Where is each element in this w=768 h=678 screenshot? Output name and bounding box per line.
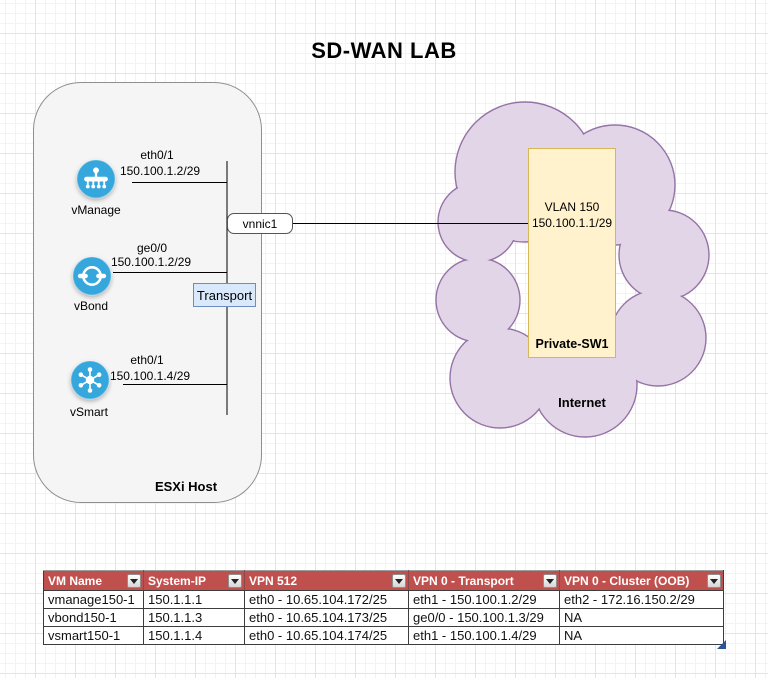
vlan-ip-label: 150.100.1.1/29 [531, 216, 613, 230]
header-vpn512[interactable]: VPN 512 [244, 570, 409, 591]
vlan-label: VLAN 150 [544, 200, 600, 214]
vsmart-icon[interactable] [69, 359, 111, 401]
vmanage-label: vManage [71, 203, 121, 217]
vbond-icon[interactable] [71, 255, 113, 297]
page-title: SD-WAN LAB [311, 38, 457, 63]
cell-vpn0-transport[interactable]: eth1 - 150.100.1.4/29 [408, 626, 560, 645]
transport-box[interactable]: Transport [193, 283, 256, 307]
header-vpn0-cluster[interactable]: VPN 0 - Cluster (OOB) [559, 570, 724, 591]
cell-vpn0-cluster[interactable]: NA [559, 608, 724, 627]
vmanage-ip-label: 150.100.1.2/29 [119, 164, 201, 178]
cell-system-ip[interactable]: 150.1.1.1 [143, 590, 245, 609]
cell-system-ip[interactable]: 150.1.1.4 [143, 626, 245, 645]
vmanage-interface-label: eth0/1 [140, 148, 174, 162]
cell-system-ip[interactable]: 150.1.1.3 [143, 608, 245, 627]
header-vpn0-cluster-label: VPN 0 - Cluster (OOB) [564, 573, 690, 588]
filter-dropdown-icon[interactable] [543, 574, 557, 588]
vm-table: VM Name System-IP VPN 512 VPN 0 - Transp… [43, 570, 724, 645]
cell-vpn512[interactable]: eth0 - 10.65.104.173/25 [244, 608, 409, 627]
header-system-ip-label: System-IP [148, 573, 207, 588]
filter-dropdown-icon[interactable] [228, 574, 242, 588]
triangle-down-icon [231, 578, 239, 584]
cell-vpn512[interactable]: eth0 - 10.65.104.172/25 [244, 590, 409, 609]
header-vpn0-transport[interactable]: VPN 0 - Transport [408, 570, 560, 591]
header-system-ip[interactable]: System-IP [143, 570, 245, 591]
table-row: vsmart150-1 150.1.1.4 eth0 - 10.65.104.1… [43, 626, 724, 645]
table-row: vmanage150-1 150.1.1.1 eth0 - 10.65.104.… [43, 590, 724, 609]
cell-vm-name[interactable]: vmanage150-1 [43, 590, 144, 609]
switch-name-label: Private-SW1 [535, 337, 609, 351]
private-switch-box[interactable] [528, 148, 616, 358]
triangle-down-icon [395, 578, 403, 584]
internet-label: Internet [558, 395, 606, 410]
table-header-row: VM Name System-IP VPN 512 VPN 0 - Transp… [43, 570, 724, 591]
vbond-label: vBond [73, 299, 109, 313]
vsmart-ip-label: 150.100.1.4/29 [109, 369, 191, 383]
transport-label: Transport [196, 287, 253, 303]
header-vpn512-label: VPN 512 [249, 573, 298, 588]
cell-vpn0-cluster[interactable]: NA [559, 626, 724, 645]
header-vm-name-label: VM Name [48, 573, 103, 588]
table-row: vbond150-1 150.1.1.3 eth0 - 10.65.104.17… [43, 608, 724, 627]
triangle-down-icon [130, 578, 138, 584]
vbond-ip-label: 150.100.1.2/29 [110, 255, 192, 269]
vbond-interface-label: ge0/0 [136, 241, 168, 255]
filter-dropdown-icon[interactable] [707, 574, 721, 588]
cell-vm-name[interactable]: vbond150-1 [43, 608, 144, 627]
table-resize-handle[interactable] [717, 640, 726, 649]
filter-dropdown-icon[interactable] [127, 574, 141, 588]
triangle-down-icon [546, 578, 554, 584]
esxi-host-label: ESXi Host [154, 479, 218, 494]
vsmart-label: vSmart [69, 405, 109, 419]
cell-vpn0-transport[interactable]: eth1 - 150.100.1.2/29 [408, 590, 560, 609]
filter-dropdown-icon[interactable] [392, 574, 406, 588]
cell-vpn0-cluster[interactable]: eth2 - 172.16.150.2/29 [559, 590, 724, 609]
vnnic-label: vnnic1 [242, 216, 278, 231]
cell-vm-name[interactable]: vsmart150-1 [43, 626, 144, 645]
triangle-down-icon [710, 578, 718, 584]
vsmart-interface-label: eth0/1 [130, 353, 164, 367]
vmanage-icon[interactable] [75, 158, 117, 200]
header-vpn0-transport-label: VPN 0 - Transport [413, 573, 514, 588]
cell-vpn0-transport[interactable]: ge0/0 - 150.100.1.3/29 [408, 608, 560, 627]
cell-vpn512[interactable]: eth0 - 10.65.104.174/25 [244, 626, 409, 645]
header-vm-name[interactable]: VM Name [43, 570, 144, 591]
vnnic-box[interactable]: vnnic1 [227, 213, 293, 234]
